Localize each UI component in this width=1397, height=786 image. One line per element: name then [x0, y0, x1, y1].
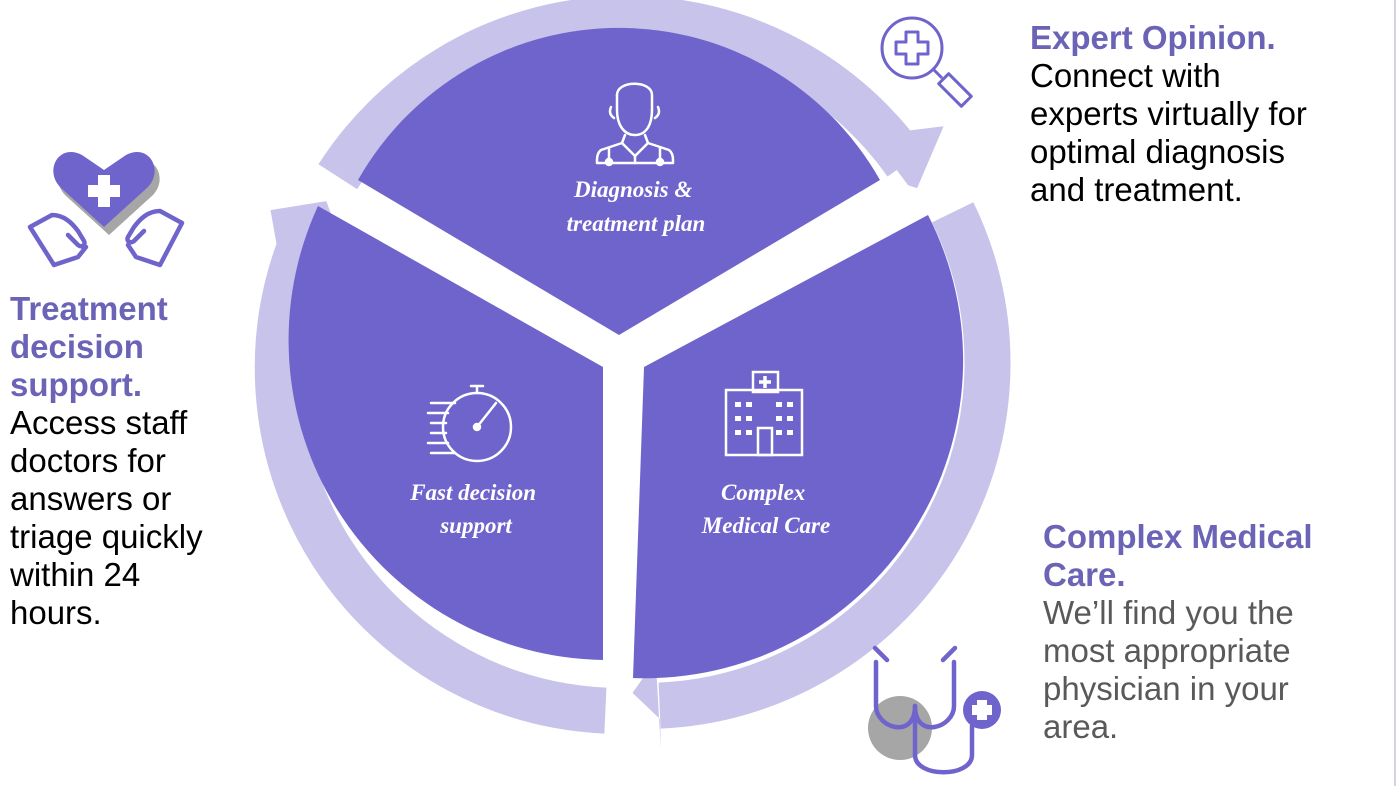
callout-expert-body-line: Connect with	[1030, 57, 1221, 94]
segment-diagnosis[interactable]	[358, 27, 880, 336]
segment-complex-care[interactable]	[633, 215, 964, 679]
callout-treatment-body-line: hours.	[10, 594, 102, 631]
callout-expert-body-line: optimal diagnosis	[1030, 133, 1285, 170]
ring-arc-right	[658, 202, 1011, 729]
ring-arrow-right	[632, 660, 661, 750]
callout-complex-heading-line: Care.	[1043, 556, 1126, 593]
ring-arrow-top	[870, 126, 944, 189]
callout-treatment-body-line: triage quickly	[10, 518, 203, 555]
callout-expert-body-line: and treatment.	[1030, 171, 1243, 208]
segment-labels: Diagnosis & treatment plan Complex Medic…	[409, 177, 830, 538]
callout-treatment-decision: Treatment decision support. Access staff…	[10, 290, 255, 632]
callout-complex-body-line: area.	[1043, 708, 1119, 745]
callout-treatment-heading-line: decision	[10, 328, 144, 365]
callout-treatment-body-line: doctors for	[10, 442, 166, 479]
callout-expert-opinion: Expert Opinion. Connect with experts vir…	[1030, 19, 1380, 209]
magnifier-medical-cross-icon	[880, 16, 973, 108]
callout-treatment-heading-line: support.	[10, 366, 142, 403]
callout-complex-heading-line: Complex Medical	[1043, 518, 1313, 555]
ring-arc-top	[318, 0, 926, 190]
segment-label-fast-decision: Fast decision support	[409, 480, 542, 538]
stethoscope-icon	[868, 645, 1001, 775]
callout-complex-body-line: physician in your	[1043, 670, 1289, 707]
callout-expert-body-line: experts virtually for	[1030, 95, 1307, 132]
hospital-building-icon	[724, 370, 804, 457]
ring-arc-left	[254, 231, 607, 734]
callout-treatment-body-line: answers or	[10, 480, 172, 517]
callout-expert-heading: Expert Opinion.	[1030, 19, 1276, 56]
segment-label-diagnosis: Diagnosis & treatment plan	[567, 177, 706, 236]
callout-treatment-body-line: within 24	[10, 556, 141, 593]
segment-label-complex-care: Complex Medical Care	[701, 480, 830, 538]
callout-complex-body-line: most appropriate	[1043, 632, 1291, 669]
callout-treatment-heading-line: Treatment	[10, 290, 168, 327]
callout-complex-body-line: We’ll find you the	[1043, 594, 1294, 631]
right-edge-rule	[1394, 0, 1396, 786]
callout-treatment-body-line: Access staff	[10, 404, 188, 441]
doctor-icon	[595, 82, 675, 167]
callout-complex-medical-care: Complex Medical Care. We’ll find you the…	[1043, 518, 1383, 746]
hands-holding-heart-icon	[27, 152, 185, 268]
stopwatch-icon	[426, 384, 513, 463]
